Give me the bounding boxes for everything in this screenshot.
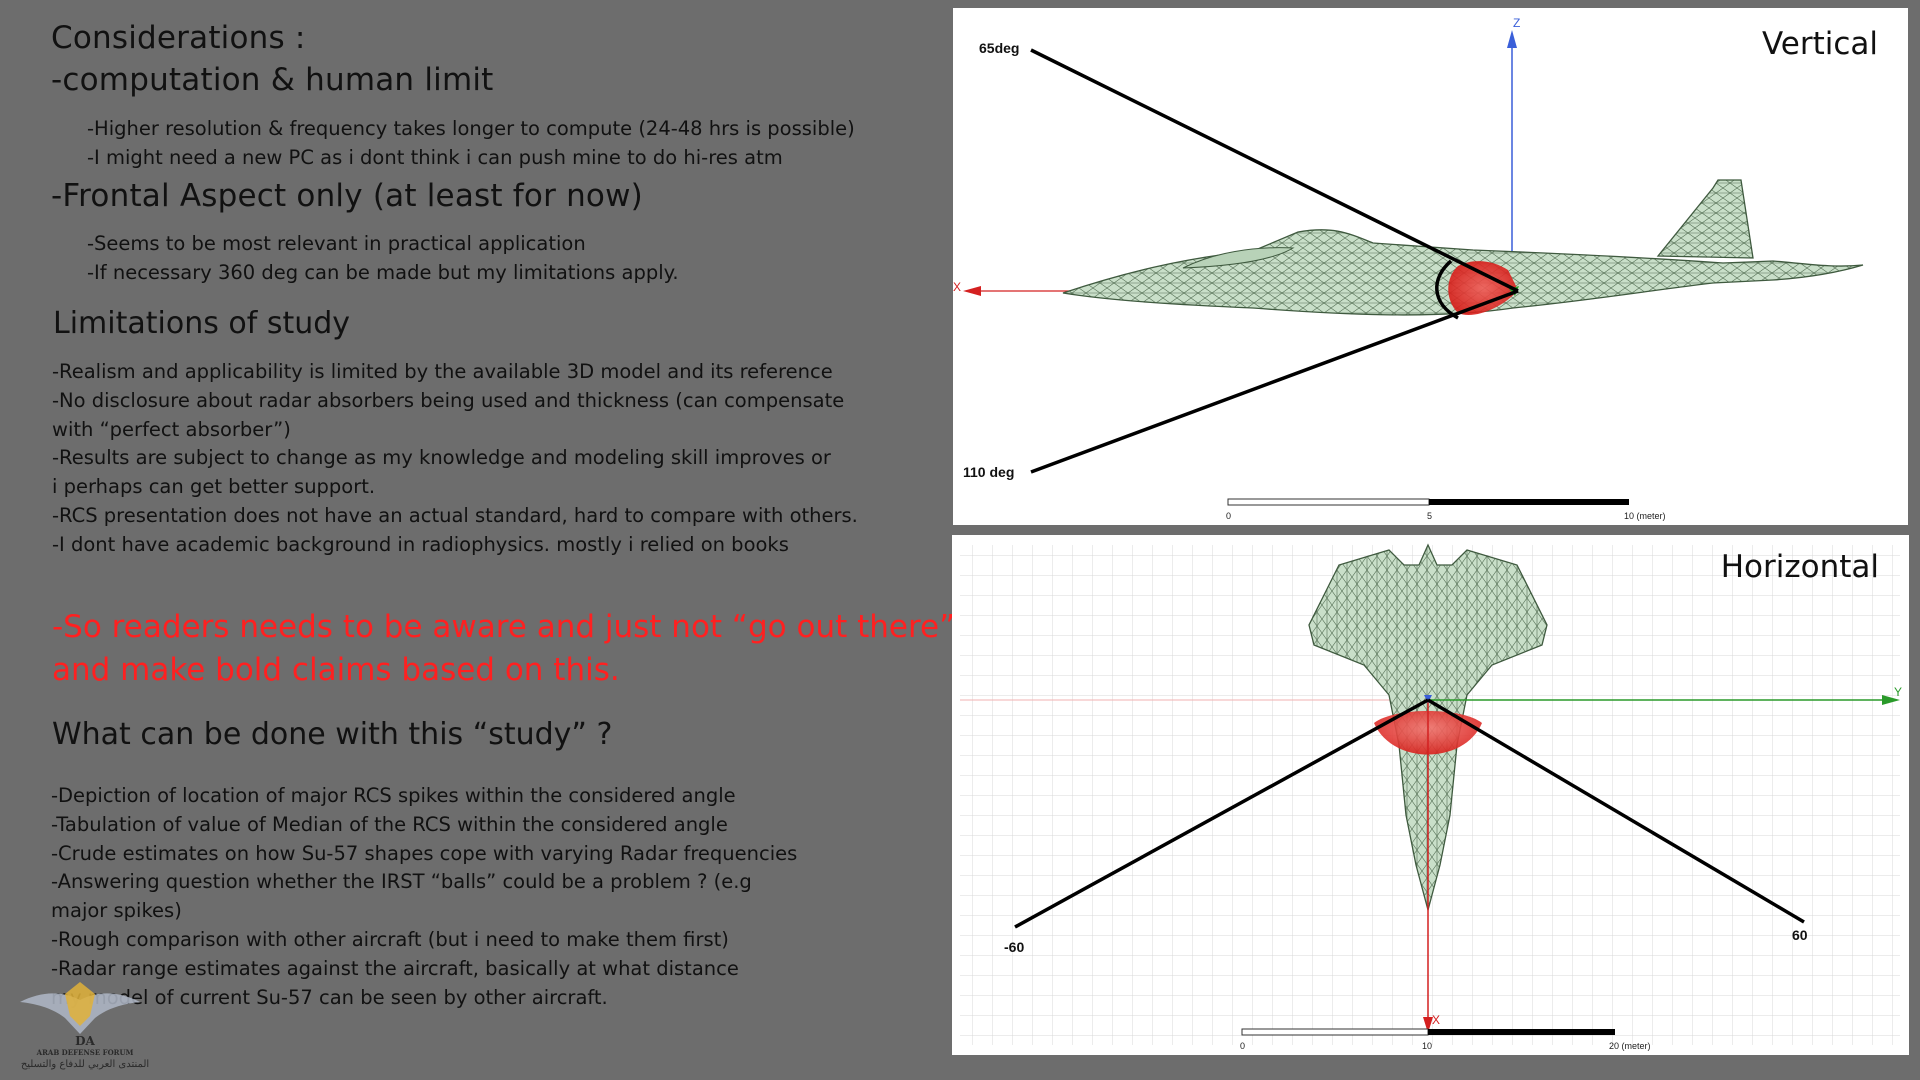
- what-can-line: -Depiction of location of major RCS spik…: [51, 784, 736, 807]
- what-can-line: -Radar range estimates against the aircr…: [51, 956, 739, 980]
- limitations-heading: Limitations of study: [53, 306, 351, 341]
- what-can-line: -Tabulation of value of Median of the RC…: [51, 812, 728, 836]
- computation-heading: -computation & human limit: [51, 62, 494, 98]
- considerations-heading: Considerations :: [51, 20, 306, 56]
- origin-marker: [1424, 695, 1432, 703]
- vertical-title: Vertical: [1761, 26, 1878, 62]
- scale-label-0: 0: [1240, 1041, 1246, 1051]
- angle-line-left: [1014, 698, 1429, 929]
- canopy: [1182, 247, 1295, 269]
- vertical-tail-mesh: [1658, 180, 1753, 258]
- horizontal-title: Horizontal: [1720, 549, 1879, 585]
- scale-label-10: 10 (meter): [1624, 511, 1666, 521]
- angle-label-bottom: 110 deg: [963, 464, 1015, 480]
- vertical-view-panel: Vertical 65deg 110 deg Z X 0 5 10 (meter…: [953, 8, 1908, 525]
- horizontal-view-panel: Horizontal -60 60 Y X 0 10 20 (meter): [952, 535, 1909, 1055]
- limitations-line: -RCS presentation does not have an actua…: [52, 504, 858, 527]
- x-axis-arrow: [963, 286, 981, 296]
- limitations-line: -No disclosure about radar absorbers bei…: [52, 388, 845, 412]
- warning-line: and make bold claims based on this.: [52, 652, 620, 688]
- logo-letters: DA: [75, 1034, 95, 1048]
- horizontal-view-drawing: [960, 543, 1900, 1045]
- angle-label-left: -60: [1004, 939, 1025, 955]
- computation-item: -Higher resolution & frequency takes lon…: [87, 117, 855, 140]
- x-axis-arrow: [1423, 1017, 1433, 1033]
- z-axis-label: Z: [1513, 16, 1521, 30]
- frontal-item: -If necessary 360 deg can be made but my…: [87, 261, 679, 284]
- angle-line-bottom: [1030, 289, 1519, 474]
- scale-bar-white: [1241, 1028, 1429, 1036]
- scale-label-5: 5: [1427, 511, 1433, 521]
- limitations-line: i perhaps can get better support.: [52, 475, 376, 499]
- what-can-line: -Answering question whether the IRST “ba…: [51, 870, 752, 894]
- scale-label-20: 20 (meter): [1609, 1041, 1651, 1051]
- angle-arc: [1435, 259, 1459, 320]
- eagle-emblem-icon: [20, 982, 140, 1034]
- scale-bar-black: [1429, 499, 1629, 505]
- angle-line-right: [1427, 698, 1805, 924]
- angle-label-top: 65deg: [979, 40, 1020, 56]
- y-axis-label: Y: [1894, 685, 1903, 699]
- what-can-line: my model of current Su-57 can be seen by…: [51, 985, 608, 1009]
- z-axis-arrow: [1507, 30, 1517, 48]
- what-can-line: -Rough comparison with other aircraft (b…: [51, 928, 729, 951]
- x-axis-label: X: [1432, 1013, 1441, 1027]
- frontal-item: -Seems to be most relevant in practical …: [87, 232, 586, 255]
- y-axis-arrow: [1882, 695, 1900, 705]
- scale-bar-white: [1227, 498, 1430, 506]
- x-axis-label: X: [953, 280, 962, 294]
- scale-label-10: 10: [1422, 1041, 1433, 1051]
- frontal-heading: -Frontal Aspect only (at least for now): [51, 178, 643, 214]
- vertical-view-drawing: [963, 30, 1864, 506]
- limitations-line: -I dont have academic background in radi…: [52, 532, 789, 556]
- limitations-line: -Realism and applicability is limited by…: [52, 360, 833, 383]
- angle-line-top: [1030, 48, 1519, 293]
- warning-line: -So readers needs to be aware and just n…: [52, 609, 956, 645]
- computation-item: -I might need a new PC as i dont think i…: [87, 146, 783, 169]
- what-can-line: -Crude estimates on how Su-57 shapes cop…: [51, 841, 798, 865]
- forum-logo: DA ARAB DEFENSE FORUM المنتدى العربي للد…: [10, 972, 150, 1076]
- rcs-blob: [1448, 261, 1518, 316]
- scale-label-0: 0: [1226, 511, 1232, 521]
- logo-name-ar: المنتدى العربي للدفاع والتسليح: [20, 1059, 150, 1070]
- angle-label-right: 60: [1792, 927, 1808, 943]
- limitations-line: with “perfect absorber”): [52, 417, 291, 441]
- scale-bar-black: [1428, 1029, 1615, 1035]
- what-can-line: major spikes): [51, 899, 182, 923]
- logo-name-en: ARAB DEFENSE FORUM: [36, 1048, 134, 1057]
- what-can-heading: What can be done with this “study” ?: [52, 717, 613, 752]
- limitations-line: -Results are subject to change as my kno…: [52, 446, 831, 470]
